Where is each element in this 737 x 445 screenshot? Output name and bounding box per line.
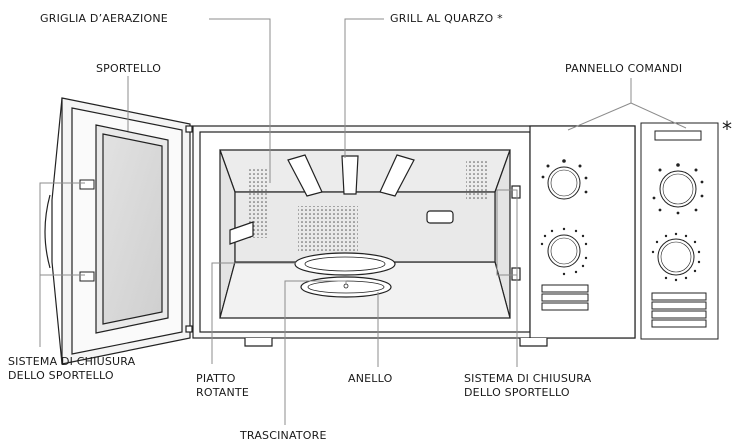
door — [44, 97, 193, 365]
control-panel-detail — [640, 122, 719, 340]
label-coupler: TRASCINATORE — [240, 429, 327, 442]
power-knob — [547, 166, 581, 200]
label-turntable: PIATTO ROTANTE — [196, 372, 249, 400]
label-vent-grille: GRIGLIA D’AERAZIONE — [40, 12, 168, 25]
label-door-lock-left: SISTEMA DI CHIUSURA DELLO SPORTELLO — [8, 355, 135, 383]
label-door-lock-right-line-1: SISTEMA DI CHIUSURA — [464, 372, 592, 385]
label-control-panel: PANNELLO COMANDI — [565, 62, 683, 75]
label-door-lock-left-line-1: SISTEMA DI CHIUSURA — [8, 355, 136, 368]
label-turntable-line-2: ROTANTE — [196, 386, 249, 399]
label-door: SPORTELLO — [96, 62, 162, 75]
label-asterisk: * — [722, 117, 733, 141]
label-door-lock-left-line-2: DELLO SPORTELLO — [8, 369, 114, 382]
label-door-lock-right-line-2: DELLO SPORTELLO — [464, 386, 570, 399]
label-ring: ANELLO — [348, 372, 393, 385]
timer-knob — [547, 234, 581, 268]
turntable — [294, 252, 396, 276]
control-panel — [540, 159, 589, 311]
quartz-grill-slots — [287, 154, 415, 197]
label-quartz-grill: GRILL AL QUARZO * — [390, 12, 503, 25]
label-turntable-line-1: PIATTO — [196, 372, 236, 385]
leader-lines — [39, 18, 687, 425]
door-hinges — [185, 125, 193, 333]
door-latch-hooks — [79, 179, 95, 282]
label-door-lock-right: SISTEMA DI CHIUSURA DELLO SPORTELLO — [464, 372, 591, 400]
